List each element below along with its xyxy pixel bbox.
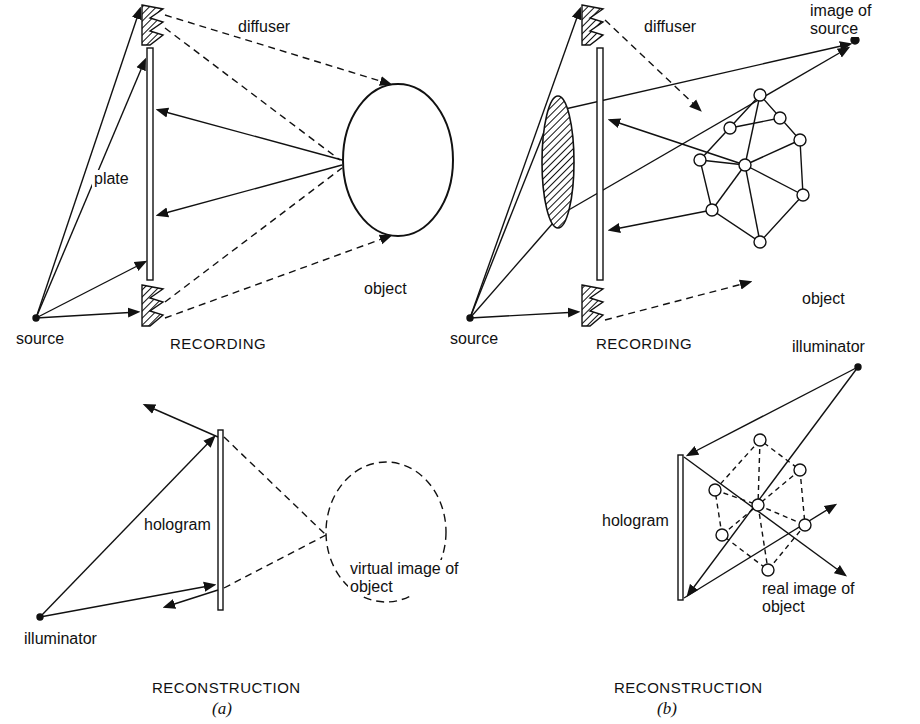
label: diffuser — [642, 18, 698, 36]
label: illuminator — [22, 630, 99, 648]
label: RECORDING — [168, 336, 268, 353]
diffuser — [582, 285, 603, 326]
label: hologram — [142, 516, 213, 534]
diffuser — [142, 5, 163, 45]
label: RECORDING — [594, 336, 694, 353]
hologram — [218, 430, 223, 610]
label: (a) — [210, 700, 234, 719]
label: object — [800, 290, 847, 308]
plate — [147, 48, 153, 280]
hologram — [678, 455, 683, 600]
label: (b) — [655, 700, 679, 719]
object — [343, 84, 453, 236]
lattice-object — [694, 89, 809, 248]
label: image of source — [808, 2, 912, 37]
label: illuminator — [790, 338, 867, 356]
label: plate — [92, 170, 131, 188]
label: source — [448, 330, 500, 348]
label: RECONSTRUCTION — [150, 680, 303, 697]
diffuser — [582, 5, 603, 45]
label: RECONSTRUCTION — [612, 680, 765, 697]
diffuser — [142, 285, 163, 326]
plate — [597, 48, 603, 280]
label: diffuser — [236, 18, 292, 36]
label: hologram — [600, 512, 671, 530]
label: source — [14, 330, 66, 348]
label: object — [362, 280, 409, 298]
label: virtual image of object — [348, 560, 462, 595]
lens — [542, 96, 574, 228]
real-image-lattice — [709, 434, 811, 576]
label: real image of object — [760, 580, 874, 615]
